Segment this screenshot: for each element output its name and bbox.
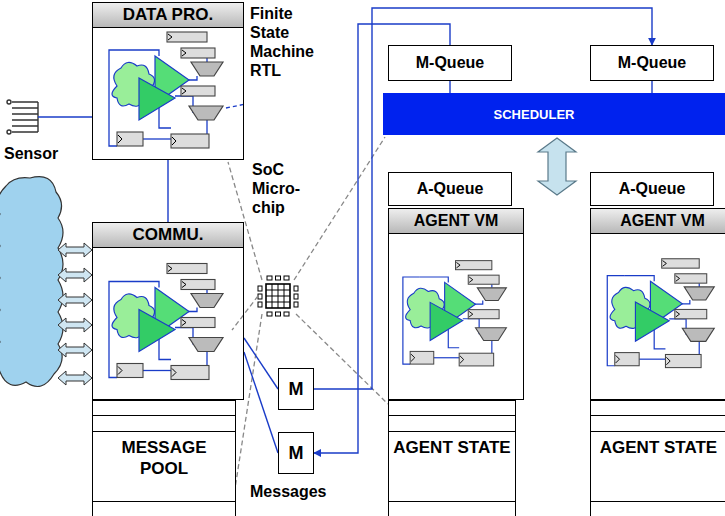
- stripe-line: [591, 415, 725, 416]
- sensor-symbol: [7, 100, 92, 134]
- box-label: A-Queue: [619, 180, 686, 198]
- double-arrow: [538, 138, 576, 195]
- stripe-line: [389, 431, 515, 432]
- queue-box: A-Queue: [388, 172, 512, 206]
- storage-box: MESSAGE POOL: [92, 400, 236, 516]
- soc-chip-icon: [276, 312, 281, 316]
- network-arrow: [58, 268, 92, 282]
- leader-line: [228, 162, 262, 280]
- box-label: M-Queue: [416, 54, 484, 72]
- scheduler-band: SCHEDULER: [383, 93, 725, 135]
- sensor-symbol: [38, 116, 92, 117]
- connector-line: [244, 352, 278, 453]
- annotation-label: SoC Micro-chip: [252, 160, 312, 217]
- connector-line: [651, 81, 652, 93]
- stripe-line: [93, 431, 235, 432]
- box-label: AGENT STATE: [393, 437, 511, 458]
- fsm-illustration: [109, 264, 223, 380]
- leader-line: [226, 104, 246, 108]
- soc-chip-icon: [266, 284, 290, 308]
- stripe-line: [389, 501, 515, 502]
- fsm-illustration: [403, 261, 506, 366]
- annotation-label: Sensor: [4, 144, 74, 163]
- stripe-line: [93, 415, 235, 416]
- connector-line: [167, 160, 168, 222]
- module-box: COMMU.: [92, 222, 244, 400]
- message-box: M: [278, 432, 314, 474]
- soc-chip-icon: [258, 276, 298, 316]
- soc-chip-icon: [294, 294, 298, 299]
- sensor-symbol: [7, 100, 11, 104]
- soc-chip-icon: [267, 276, 272, 280]
- soc-chip-icon: [258, 302, 262, 307]
- module-box: AGENT VM: [388, 208, 524, 400]
- queue-box: M-Queue: [388, 45, 512, 81]
- connector-line: [449, 81, 450, 93]
- storage-box: AGENT STATE: [590, 400, 725, 516]
- soc-chip-icon: [284, 276, 289, 280]
- network-arrow: [58, 343, 92, 357]
- soc-chip-icon: [284, 312, 289, 316]
- box-label: AGENT STATE: [595, 437, 722, 458]
- stripe-line: [389, 415, 515, 416]
- storage-box: AGENT STATE: [388, 400, 516, 516]
- box-label: M: [289, 443, 304, 464]
- stripe-line: [591, 501, 725, 502]
- box-header: AGENT VM: [591, 209, 725, 234]
- box-header: DATA PRO.: [93, 3, 243, 28]
- box-label: A-Queue: [417, 180, 484, 198]
- soc-chip-icon: [276, 276, 281, 280]
- annotation-label: Finite State Machine RTL: [250, 4, 334, 80]
- network-arrow: [58, 318, 92, 332]
- message-box: M: [278, 368, 314, 410]
- fsm-illustration: [607, 259, 714, 368]
- stripe-line: [591, 431, 725, 432]
- network-arrow: [58, 293, 92, 307]
- network-cloud: [0, 177, 63, 387]
- sensor-symbol: [12, 102, 38, 132]
- soc-chip-icon: [294, 286, 298, 291]
- connector-line: [314, 24, 450, 453]
- box-label: MESSAGE POOL: [97, 437, 231, 479]
- box-header: AGENT VM: [389, 209, 523, 234]
- soc-chip-icon: [266, 284, 290, 308]
- soc-chip-icon: [258, 294, 262, 299]
- box-label: M: [289, 379, 304, 400]
- annotation-label: Messages: [250, 482, 340, 501]
- stripe-line: [93, 501, 235, 502]
- module-box: DATA PRO.: [92, 2, 244, 160]
- soc-chip-icon: [258, 286, 262, 291]
- network-cloud: [0, 177, 63, 387]
- box-header: COMMU.: [93, 223, 243, 248]
- box-label: SCHEDULER: [494, 107, 575, 122]
- leader-line: [232, 296, 258, 330]
- module-box: AGENT VM: [590, 208, 725, 400]
- network-arrow: [58, 371, 92, 385]
- queue-box: A-Queue: [590, 172, 714, 206]
- soc-chip-icon: [294, 302, 298, 307]
- network-arrow: [58, 243, 92, 385]
- fsm-illustration: [109, 32, 223, 148]
- connector-line: [244, 338, 278, 389]
- leader-line: [228, 137, 388, 508]
- sensor-symbol: [7, 130, 11, 134]
- soc-chip-icon: [267, 312, 272, 316]
- box-label: M-Queue: [618, 54, 686, 72]
- queue-box: M-Queue: [590, 45, 714, 81]
- network-arrow: [58, 243, 92, 257]
